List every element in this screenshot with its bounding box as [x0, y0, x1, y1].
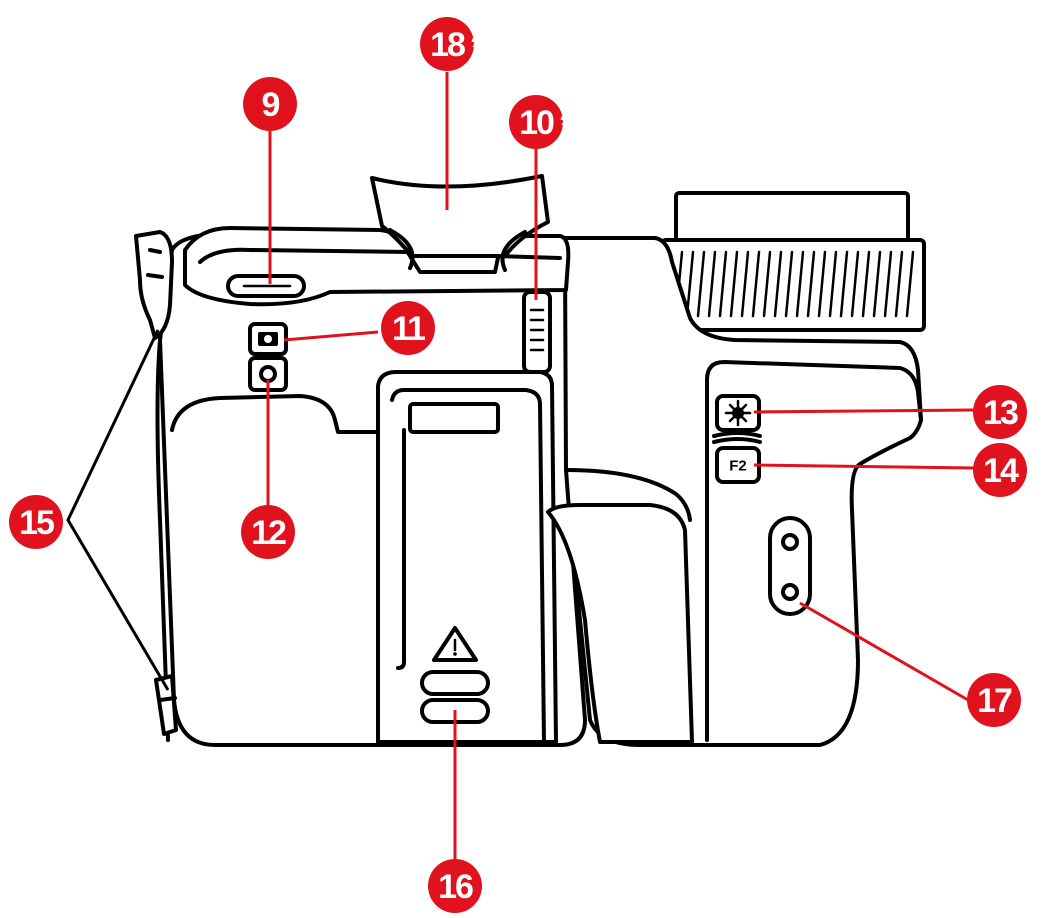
callout-badge-17: 17 [967, 673, 1021, 727]
callout-number-12: 12 [251, 514, 286, 552]
callout-number-9: 9 [262, 86, 280, 124]
callout-number-16: 16 [438, 868, 473, 906]
callout-asterisk-10: * [560, 107, 574, 145]
focus-wheel[interactable] [522, 290, 552, 374]
callout-number-17: 17 [977, 682, 1012, 720]
callout-number-13: 13 [983, 394, 1018, 432]
callout-badge-12: 12 [241, 505, 295, 559]
callout-badge-15: 15 [9, 495, 63, 549]
top-dial[interactable] [226, 274, 306, 298]
lens-assembly [660, 191, 926, 332]
callout-badge-11: 11 [381, 301, 435, 355]
warning-icon [432, 626, 478, 662]
callout-badge-14: 14 [973, 443, 1027, 497]
callout-number-14: 14 [983, 452, 1019, 490]
callout-number-18: 18 [430, 26, 465, 64]
tripod-mount [768, 516, 812, 616]
brightness-button[interactable] [715, 394, 761, 432]
f2-button[interactable]: F2 [715, 446, 761, 484]
callout-badge-16: 16 [428, 859, 482, 913]
camera-icon [258, 332, 278, 346]
camera-button[interactable] [248, 322, 288, 356]
focus-ring-grip [674, 250, 915, 318]
callout-number-15: 15 [19, 504, 54, 542]
callout-asterisk-18: * [471, 29, 485, 67]
callout-badge-9: 9 [243, 77, 297, 131]
leader-lines [66, 72, 975, 860]
callout-badge-13: 13 [973, 385, 1027, 439]
callout-number-10: 10 [519, 104, 554, 142]
callout-number-11: 11 [392, 310, 425, 348]
camera-body: F2 [134, 174, 923, 747]
f2-button-label: F2 [729, 458, 747, 475]
brightness-icon [724, 399, 752, 427]
callout-badge-18: 18* [420, 17, 487, 71]
callout-badge-10: 10* [509, 95, 576, 149]
